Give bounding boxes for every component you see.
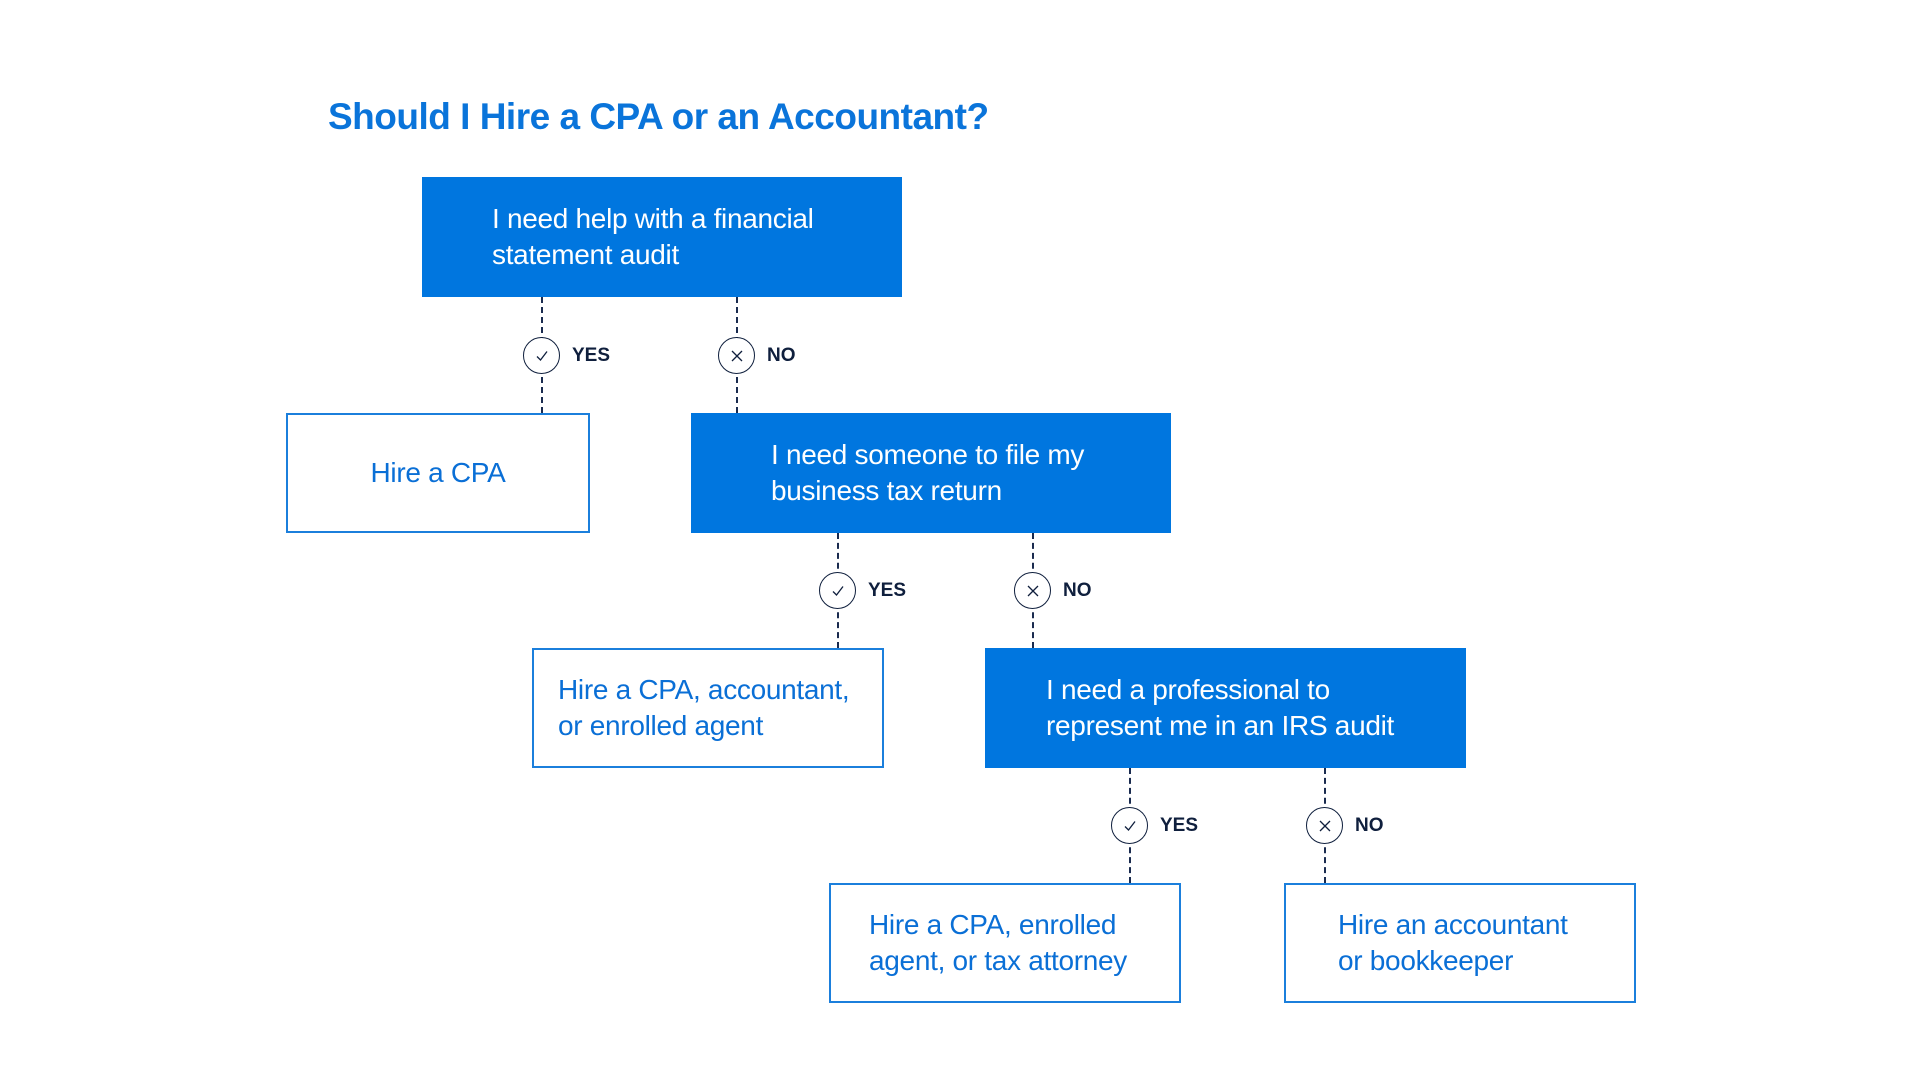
- node-text: statement audit: [492, 239, 679, 270]
- check-icon: [819, 572, 856, 609]
- yes-branch: YES: [523, 337, 610, 374]
- node-text: business tax return: [771, 475, 1002, 506]
- no-label: NO: [1063, 579, 1092, 601]
- yes-branch: YES: [819, 572, 906, 609]
- no-branch: NO: [1306, 807, 1384, 844]
- answer-accountant-bookkeeper: Hire an accountant or bookkeeper: [1284, 883, 1636, 1003]
- question-irs-audit: I need a professional to represent me in…: [985, 648, 1466, 768]
- no-branch: NO: [1014, 572, 1092, 609]
- node-text: agent, or tax attorney: [869, 945, 1128, 976]
- yes-label: YES: [1160, 814, 1199, 836]
- node-text: Hire a CPA, enrolled: [869, 909, 1117, 940]
- node-text: I need someone to file my: [771, 439, 1085, 470]
- no-label: NO: [767, 344, 796, 366]
- question-business-tax-return: I need someone to file my business tax r…: [691, 413, 1171, 533]
- node-text: represent me in an IRS audit: [1046, 710, 1395, 741]
- answer-cpa-accountant-enrolled-agent: Hire a CPA, accountant, or enrolled agen…: [532, 648, 884, 768]
- answer-hire-cpa: Hire a CPA: [286, 413, 590, 533]
- yes-label: YES: [572, 344, 611, 366]
- node-text: I need a professional to: [1046, 674, 1330, 705]
- no-branch: NO: [718, 337, 796, 374]
- yes-label: YES: [868, 579, 907, 601]
- x-icon: [718, 337, 755, 374]
- node-text: I need help with a financial: [492, 203, 814, 234]
- node-text: Hire an accountant: [1338, 909, 1568, 940]
- check-icon: [523, 337, 560, 374]
- node-text: or enrolled agent: [558, 710, 764, 741]
- question-financial-audit: I need help with a financial statement a…: [422, 177, 902, 297]
- node-text: Hire a CPA, accountant,: [558, 674, 850, 705]
- page-title: Should I Hire a CPA or an Accountant?: [328, 96, 989, 137]
- no-label: NO: [1355, 814, 1384, 836]
- node-text: Hire a CPA: [370, 457, 506, 488]
- yes-branch: YES: [1111, 807, 1198, 844]
- answer-cpa-enrolled-agent-tax-attorney: Hire a CPA, enrolled agent, or tax attor…: [829, 883, 1181, 1003]
- x-icon: [1306, 807, 1343, 844]
- check-icon: [1111, 807, 1148, 844]
- x-icon: [1014, 572, 1051, 609]
- node-text: or bookkeeper: [1338, 945, 1514, 976]
